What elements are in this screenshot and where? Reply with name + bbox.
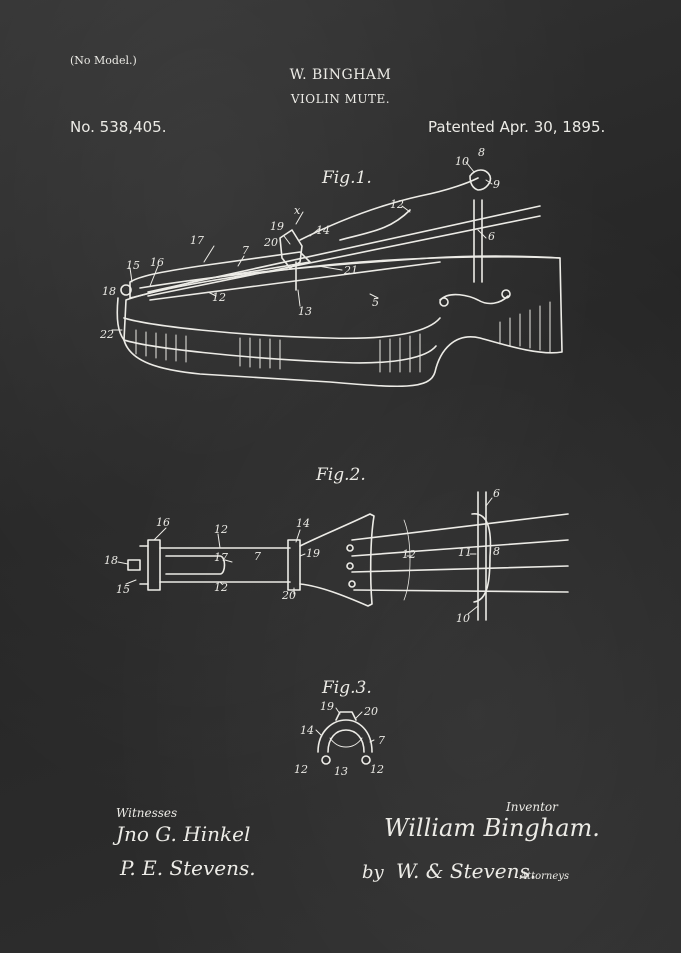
fig3-label: 7 bbox=[378, 734, 385, 747]
fig1-label: 9 bbox=[493, 178, 500, 191]
no-model-note: (No Model.) bbox=[70, 54, 137, 67]
fig1-label: 12 bbox=[390, 198, 404, 211]
fig2-caption: Fig.2. bbox=[316, 465, 366, 485]
fig1-label: 19 bbox=[270, 220, 284, 233]
fig2-label: 8 bbox=[493, 545, 500, 558]
fig1-label: 5 bbox=[372, 296, 379, 309]
fig1-drawing bbox=[111, 161, 563, 387]
fig2-drawing bbox=[117, 491, 569, 621]
fig1-caption: Fig.1. bbox=[322, 168, 372, 188]
fig2-label: 14 bbox=[296, 517, 310, 530]
fig2-label: 12 bbox=[214, 581, 228, 594]
fig2-label: 12 bbox=[214, 523, 228, 536]
by-label: by bbox=[362, 862, 384, 883]
patent-number: No. 538,405. bbox=[70, 118, 167, 136]
fig2-label: 15 bbox=[116, 583, 130, 596]
fig2-label: 20 bbox=[282, 589, 296, 602]
fig1-label: 13 bbox=[298, 305, 312, 318]
fig1-label: 15 bbox=[126, 259, 140, 272]
fig1-label: 14 bbox=[316, 224, 330, 237]
fig3-caption: Fig.3. bbox=[322, 678, 372, 698]
witnesses-label: Witnesses bbox=[116, 806, 178, 820]
attorney-signature: W. & Stevens. bbox=[396, 859, 537, 883]
witness-1-signature: Jno G. Hinkel bbox=[116, 822, 251, 846]
fig1-label: 8 bbox=[478, 146, 485, 159]
patent-date: Patented Apr. 30, 1895. bbox=[428, 118, 606, 136]
fig2-label: 12 bbox=[402, 548, 416, 561]
fig1-label: 20 bbox=[264, 236, 278, 249]
fig1-label: 7 bbox=[242, 244, 249, 257]
attorneys-label: Attorneys bbox=[520, 871, 570, 882]
fig2-label: 6 bbox=[493, 487, 500, 500]
fig2-label: 16 bbox=[156, 516, 170, 529]
witness-2-signature: P. E. Stevens. bbox=[120, 856, 256, 880]
fig1-label: 21 bbox=[344, 264, 358, 277]
inventor-signature: William Bingham. bbox=[384, 814, 600, 842]
fig3-label: 12 bbox=[294, 763, 308, 776]
fig2-label: 11 bbox=[458, 546, 472, 559]
patent-title: VIOLIN MUTE. bbox=[290, 92, 391, 106]
fig2-label: 7 bbox=[254, 550, 261, 563]
fig1-label: 22 bbox=[100, 328, 114, 341]
fig1-label: 10 bbox=[455, 155, 469, 168]
fig2-label: 10 bbox=[456, 612, 470, 625]
fig1-label: x bbox=[294, 204, 301, 217]
fig3-drawing bbox=[315, 707, 375, 765]
fig3-label: 13 bbox=[334, 765, 348, 778]
fig2-label: 19 bbox=[306, 547, 320, 560]
fig1-label: 12 bbox=[212, 291, 226, 304]
fig3-label: 14 bbox=[300, 724, 314, 737]
inventor-label: Inventor bbox=[506, 800, 558, 814]
fig1-label: 18 bbox=[102, 285, 116, 298]
fig2-label: 17 bbox=[214, 551, 228, 564]
fig3-label: 20 bbox=[364, 705, 378, 718]
fig3-label: 12 bbox=[370, 763, 384, 776]
fig1-label: 16 bbox=[150, 256, 164, 269]
fig2-label: 18 bbox=[104, 554, 118, 567]
fig1-label: 17 bbox=[190, 234, 204, 247]
fig1-label: 6 bbox=[488, 230, 495, 243]
fig3-label: 19 bbox=[320, 700, 334, 713]
inventor-name-heading: W. BINGHAM bbox=[289, 67, 392, 83]
